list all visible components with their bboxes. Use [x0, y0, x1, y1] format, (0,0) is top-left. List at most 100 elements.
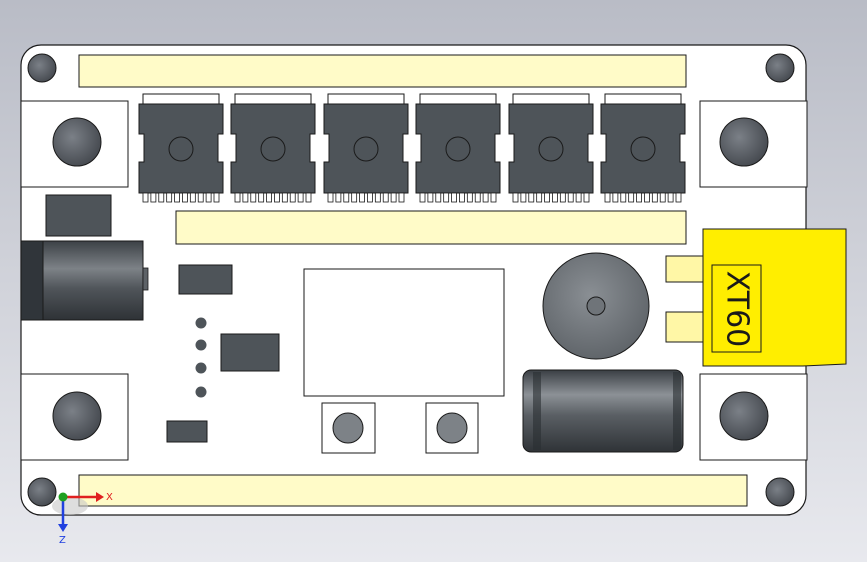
driver-pin	[490, 192, 497, 203]
standoff-tl	[20, 100, 129, 188]
driver-pin	[559, 192, 566, 203]
driver-pin	[234, 192, 241, 203]
push-button-right	[425, 402, 479, 454]
pin-dot	[195, 386, 207, 398]
driver-tab-hole	[630, 136, 656, 162]
driver-pin	[250, 192, 257, 203]
driver-pin	[266, 192, 272, 203]
smd-component-4	[166, 420, 208, 443]
driver-pin	[636, 192, 642, 203]
driver-pin	[427, 192, 434, 203]
driver-pin	[281, 192, 288, 203]
driver-package	[508, 93, 594, 203]
driver-pin	[150, 192, 157, 203]
pin-dot	[195, 362, 207, 374]
y-axis-origin	[58, 492, 68, 502]
driver-pin	[297, 192, 304, 203]
mount-hole-small-tr	[765, 53, 795, 83]
driver-pin	[482, 192, 489, 203]
driver-package	[600, 93, 686, 203]
driver-pin	[289, 192, 296, 203]
x-axis-label: X	[106, 492, 113, 503]
driver-pin	[197, 192, 204, 203]
xt60-label-frame	[711, 264, 762, 353]
driver-pin	[628, 192, 635, 203]
driver-pin	[474, 192, 481, 203]
electrolytic-capacitor	[522, 369, 684, 453]
driver-tab-hole	[445, 136, 471, 162]
driver-pin	[343, 192, 350, 203]
driver-pin	[189, 192, 196, 203]
smd-component-1	[45, 194, 112, 237]
driver-pin	[659, 192, 666, 203]
driver-pin	[644, 192, 650, 203]
driver-pin	[567, 192, 574, 203]
driver-package	[415, 93, 501, 203]
smd-component-2	[178, 264, 233, 295]
driver-pin	[174, 192, 180, 203]
driver-pin	[612, 192, 619, 203]
driver-pin	[552, 192, 558, 203]
driver-pin	[274, 192, 280, 203]
pin-column	[195, 317, 207, 398]
driver-pin	[166, 192, 173, 203]
driver-pin	[367, 192, 373, 203]
mount-hole-large-bl	[52, 391, 102, 441]
pin-dot	[195, 339, 207, 351]
driver-pin	[675, 192, 682, 203]
driver-pin	[242, 192, 249, 203]
driver-tab-hole	[260, 136, 286, 162]
mount-hole-large-tr	[719, 117, 769, 167]
top-header-strip	[78, 54, 687, 88]
driver-pin	[667, 192, 674, 203]
xt60-label: XT60	[720, 271, 755, 348]
driver-pin	[258, 192, 265, 203]
module-outline	[303, 268, 505, 397]
driver-package	[323, 93, 409, 203]
driver-pin	[520, 192, 527, 203]
driver-pin	[390, 192, 397, 203]
push-button-left	[321, 402, 376, 454]
axis-triad: X Z	[52, 492, 113, 546]
driver-tab-hole	[353, 136, 379, 162]
driver-pin	[182, 192, 188, 203]
driver-pin	[142, 192, 149, 203]
dc-barrel-jack	[20, 240, 149, 321]
xt60-connector: XT60	[665, 228, 847, 367]
driver-package	[138, 93, 224, 203]
driver-tab-hole	[168, 136, 194, 162]
driver-package-row	[138, 93, 686, 203]
driver-pin	[359, 192, 365, 203]
z-axis-label: Z	[59, 535, 66, 546]
standoff-tr	[699, 100, 808, 188]
driver-pin	[351, 192, 358, 203]
driver-pin	[451, 192, 457, 203]
driver-pin	[205, 192, 212, 203]
mount-hole-large-br	[719, 391, 769, 441]
driver-pin	[512, 192, 519, 203]
driver-pin	[305, 192, 312, 203]
xt60-body	[702, 228, 847, 367]
driver-pin	[327, 192, 334, 203]
smd-component-3	[220, 333, 280, 372]
driver-tab-hole	[538, 136, 564, 162]
mount-hole-small-br	[765, 477, 795, 507]
driver-pin	[544, 192, 550, 203]
mount-hole-small-tl	[27, 53, 57, 83]
standoff-br	[699, 373, 808, 461]
driver-pin	[528, 192, 535, 203]
driver-pin	[459, 192, 465, 203]
driver-pin	[575, 192, 582, 203]
driver-pin	[536, 192, 543, 203]
middle-header-strip	[175, 210, 687, 245]
driver-pin	[651, 192, 658, 203]
buzzer	[542, 252, 650, 360]
driver-pin	[382, 192, 389, 203]
driver-pin	[158, 192, 165, 203]
standoff-bl	[20, 373, 129, 461]
bottom-header-strip	[78, 474, 748, 507]
driver-pin	[335, 192, 342, 203]
xt60-pin-bottom	[665, 311, 707, 343]
driver-pin	[443, 192, 450, 203]
